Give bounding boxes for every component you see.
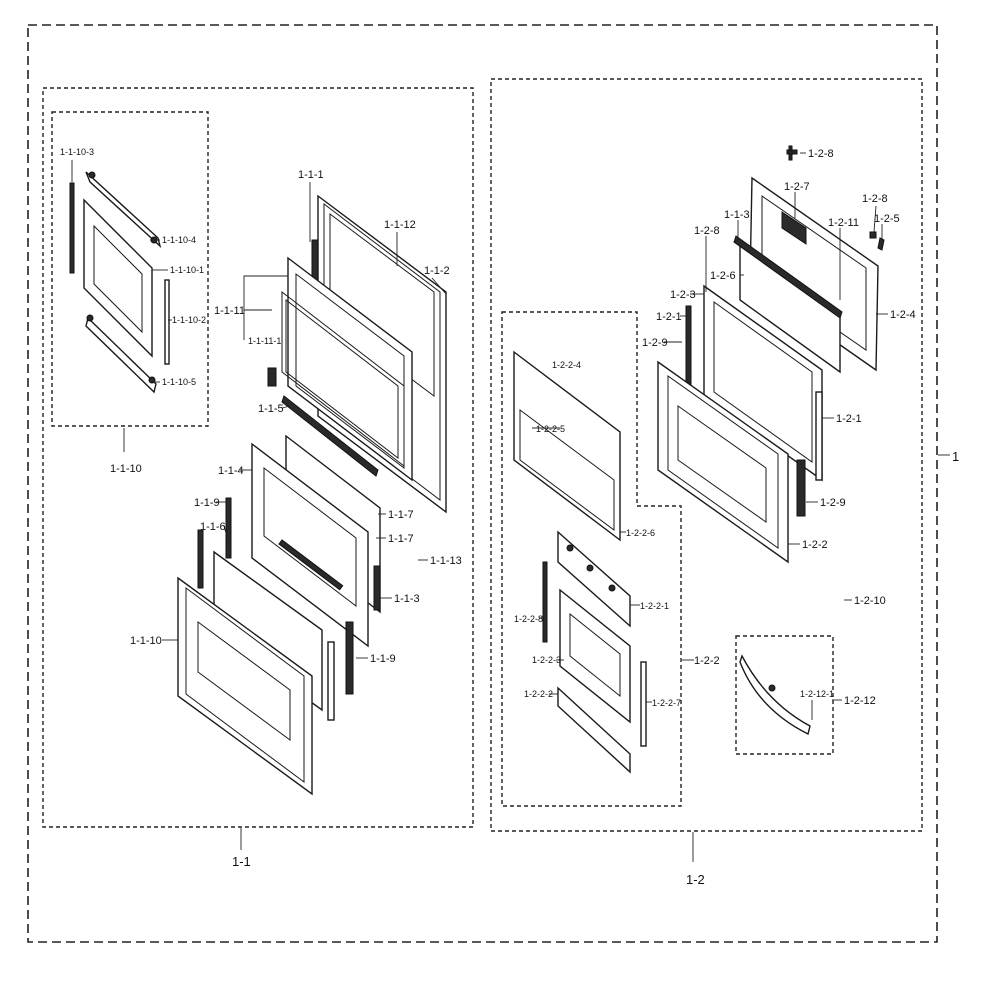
label-1-2-2-1: 1-2-2-1 (640, 601, 669, 611)
part-1-1-6-bracket (327, 641, 335, 721)
group-label-1: 1 (952, 449, 959, 464)
label-1-2-7: 1-2-7 (784, 181, 810, 193)
label-1-1-10-3: 1-1-10-3 (60, 147, 94, 157)
frame-1-2-12 (735, 635, 834, 755)
subassembly-1-1-10 (69, 171, 170, 394)
group-label-1-1-10: 1-1-10 (110, 463, 142, 475)
label-1-2-2-6: 1-2-2-6 (626, 528, 655, 538)
group-label-1-1: 1-1 (232, 854, 251, 869)
frame-1-1-10 (51, 111, 209, 427)
label-1-1-7-b: 1-1-7 (388, 533, 414, 545)
part-1-2-2-outer-door (657, 360, 789, 564)
frame-assembly-1 (27, 24, 938, 943)
label-1-1-9-top: 1-1-9 (194, 497, 220, 509)
label-1-2-2-2: 1-2-2-2 (524, 689, 553, 699)
part-1-2-2-1-strip (557, 530, 631, 628)
label-1-1-12: 1-1-12 (384, 219, 416, 231)
label-1-1-2: 1-1-2 (424, 265, 450, 277)
label-1-2-10: 1-2-10 (854, 595, 886, 607)
part-1-1-10-outer-door (177, 576, 313, 796)
label-1-2-2: 1-2-2 (802, 539, 828, 551)
part-1-1-11-frame (281, 256, 413, 482)
label-1-1-9-bottom: 1-1-9 (370, 653, 396, 665)
label-1-2-1-right: 1-2-1 (836, 413, 862, 425)
part-1-1-9-bar-left (225, 497, 232, 559)
label-1-1-10-5: 1-1-10-5 (162, 377, 196, 387)
group-label-1-2: 1-2 (686, 872, 705, 887)
label-1-2-8-top: 1-2-8 (808, 148, 834, 160)
label-1-2-2-4: 1-2-2-4 (552, 360, 581, 370)
part-1-1-5-rail (281, 395, 379, 477)
label-1-2-12-1: 1-2-12-1 (800, 689, 834, 699)
label-1-1-11-1: 1-1-11-1 (248, 336, 281, 346)
label-1-2-2-8: 1-2-2-8 (514, 614, 543, 624)
group-label-1-2-2: 1-2-2 (694, 655, 720, 667)
part-1-1-6-strip (197, 529, 204, 589)
part-1-2-2-8-bar (542, 561, 548, 643)
label-1-2-8-right: 1-2-8 (862, 193, 888, 205)
label-1-1-13: 1-1-13 (430, 555, 462, 567)
part-1-2-12-1-screw (768, 684, 776, 692)
part-1-2-1-bracket (815, 391, 823, 481)
label-1-2-2-3: 1-2-2-3 (532, 655, 561, 665)
label-1-2-9-left: 1-2-9 (642, 337, 668, 349)
label-1-2-6: 1-2-6 (710, 270, 736, 282)
label-1-2-3: 1-2-3 (670, 289, 696, 301)
label-1-2-5: 1-2-5 (874, 213, 900, 225)
part-1-2-12-handle (739, 654, 811, 736)
label-1-2-8-left: 1-2-8 (694, 225, 720, 237)
part-1-2-8-screw-top (786, 145, 798, 161)
label-1-1-6: 1-1-6 (200, 521, 226, 533)
group-label-1-2-12: 1-2-12 (844, 695, 876, 707)
part-1-2-1-bar (685, 305, 692, 387)
label-1-1-10-1: 1-1-10-1 (170, 265, 204, 275)
part-1-2-5-screw (877, 237, 885, 251)
part-1-1-9-bar-right (345, 621, 354, 695)
label-1-1-1: 1-1-1 (298, 169, 324, 181)
label-1-2-4: 1-2-4 (890, 309, 916, 321)
label-1-1-3: 1-1-3 (394, 593, 420, 605)
label-1-2-9-right: 1-2-9 (820, 497, 846, 509)
part-1-2-2-7-bar (640, 661, 647, 747)
part-1-2-2-4-panel (513, 350, 621, 542)
frame-1-2 (490, 78, 923, 832)
part-1-2-9-bar-right (796, 459, 806, 517)
label-1-2-11: 1-2-11 (828, 217, 859, 229)
leader-lines (71, 152, 950, 862)
frame-1-1 (42, 87, 474, 828)
part-1-2-8-screw (869, 231, 877, 239)
label-1-1-4: 1-1-4 (218, 465, 244, 477)
label-1-1-5: 1-1-5 (258, 403, 284, 415)
frame-1-2-2 (501, 311, 682, 807)
part-1-1-4-liner (251, 442, 381, 648)
label-1-2-1-left: 1-2-1 (656, 311, 682, 323)
label-1-1-3-right: 1-1-3 (724, 209, 750, 221)
label-1-1-11: 1-1-11 (214, 305, 245, 317)
label-1-2-2-5: 1-2-2-5 (536, 424, 565, 434)
label-1-1-10-2: 1-1-10-2 (172, 315, 206, 325)
label-1-1-10-4: 1-1-10-4 (162, 235, 196, 245)
part-1-1-5-clip (267, 367, 277, 387)
part-1-2-2-3-frame (559, 588, 631, 724)
part-1-1-3-rail-right (733, 235, 843, 319)
label-1-1-10: 1-1-10 (130, 635, 162, 647)
part-1-2-2-2-trim (557, 686, 631, 774)
label-1-1-7-a: 1-1-7 (388, 509, 414, 521)
label-1-2-2-7: 1-2-2-7 (652, 698, 681, 708)
